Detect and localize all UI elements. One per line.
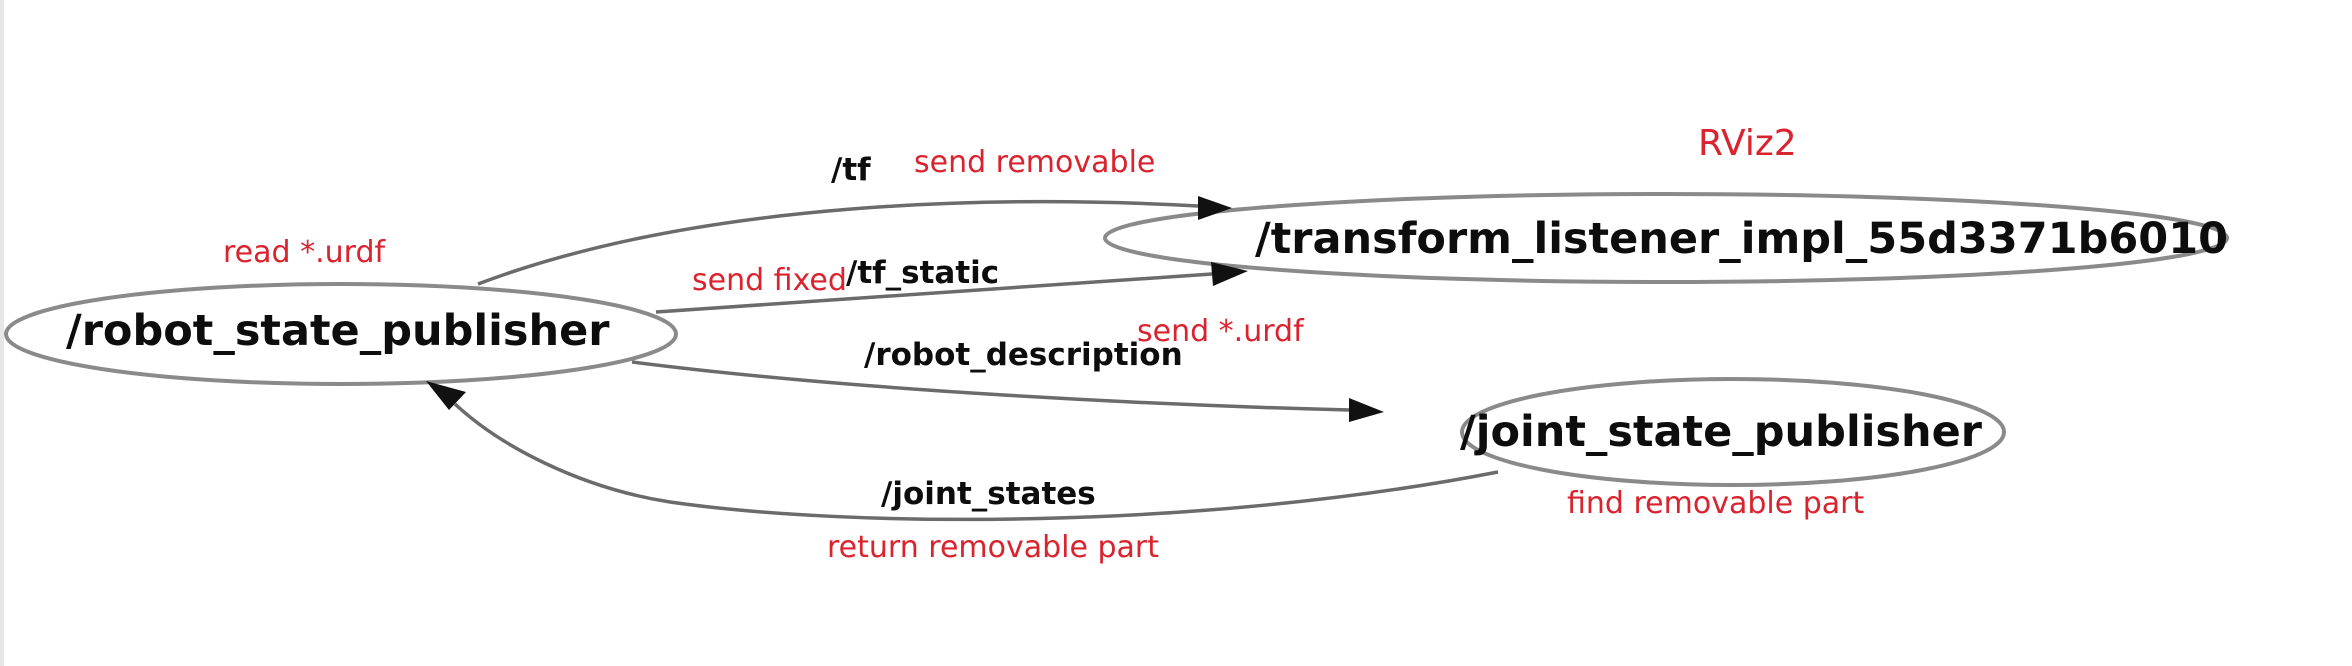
node-robot-state-publisher-ellipse[interactable] <box>4 282 678 386</box>
node-joint-state-publisher-label: /joint_state_publisher <box>1460 407 1983 457</box>
annotation-send-removable: send removable <box>914 145 1155 180</box>
node-transform-listener-ellipse[interactable] <box>1103 192 2229 284</box>
node-transform-listener-label: /transform_listener_impl_55d3371b6010 <box>1255 214 2228 264</box>
annotation-read-urdf: read *.urdf <box>223 235 386 270</box>
node-robot-state-publisher-label: /robot_state_publisher <box>66 306 610 356</box>
annotation-return-removable-part: return removable part <box>827 530 1159 565</box>
annotation-rviz2: RViz2 <box>1698 123 1797 164</box>
annotation-send-urdf: send *.urdf <box>1137 314 1305 349</box>
edge-joint-states-path <box>453 402 1499 522</box>
edge-tf-static-path <box>655 272 1213 314</box>
node-joint-state-publisher-ellipse[interactable] <box>1460 377 2006 487</box>
edge-joint-states-arrowhead <box>426 381 466 410</box>
edge-tf-label: /tf <box>831 152 871 188</box>
edge-tf-arrowhead <box>1198 196 1232 220</box>
annotation-send-fixed: send fixed <box>692 263 847 298</box>
edge-robot-description-label: /robot_description <box>864 337 1183 373</box>
edge-tf-static-arrowhead <box>1211 262 1248 286</box>
edge-tf-path <box>477 199 1199 286</box>
edge-joint-states-label: /joint_states <box>881 476 1096 512</box>
annotation-find-removable-part: find removable part <box>1567 486 1864 521</box>
edge-robot-description-arrowhead <box>1349 398 1384 422</box>
left-border <box>0 0 4 666</box>
edge-tf-static-label: /tf_static <box>846 255 999 291</box>
edge-robot-description-path <box>631 360 1351 412</box>
